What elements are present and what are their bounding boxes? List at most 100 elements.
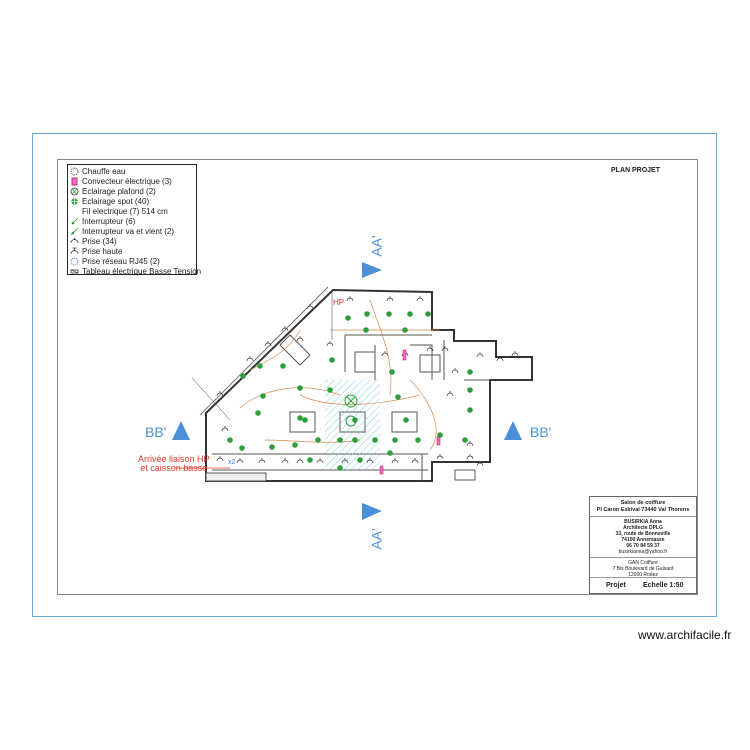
spot-light-icon: [329, 357, 335, 363]
section-marker-aa-top: [362, 262, 382, 278]
legend-item: Interrupteur (6): [70, 216, 194, 226]
convector-icon: [402, 349, 407, 361]
sockets: [216, 296, 519, 467]
spot-light-icon: [364, 311, 370, 317]
socket-icon: [281, 326, 289, 332]
legend-item: Prise réseau RJ45 (2): [70, 256, 194, 266]
spot-light-icon: [392, 437, 398, 443]
legend-label: Eclairage plafond (2): [82, 186, 156, 196]
spot-light-icon: [240, 373, 246, 379]
arrival-note: Arrivée liaison HP et caisson basse: [138, 455, 210, 473]
legend-item: Prise haute: [70, 246, 194, 256]
spot-light-icon: [227, 437, 233, 443]
spot-light-icon: [70, 197, 79, 206]
legend-label: Chauffe eau: [82, 166, 126, 176]
spot-light-icon: [407, 311, 413, 317]
socket-icon: [346, 296, 354, 302]
spot-light-icon: [425, 311, 431, 317]
spot-light-icon: [269, 444, 275, 450]
legend-label: Tableau électrique Basse Tension: [82, 266, 202, 276]
socket-icon: [466, 441, 474, 447]
legend-item: Chauffe eau: [70, 166, 194, 176]
socket-icon: [296, 458, 304, 464]
spot-light-icon: [239, 445, 245, 451]
section-marker-bb-right: [504, 421, 522, 440]
walls: [199, 286, 533, 482]
convector-icon: [70, 177, 79, 186]
socket-icon: [326, 341, 334, 347]
legend-label: Prise réseau RJ45 (2): [82, 256, 160, 266]
legend-label: Eclairage spot (40): [82, 196, 150, 206]
socket-icon: [70, 237, 79, 246]
socket-icon: [386, 296, 394, 302]
legend-label: Prise (34): [82, 236, 117, 246]
spot-light-icon: [437, 432, 443, 438]
socket-icon: [411, 458, 419, 464]
spot-light-icon: [260, 393, 266, 399]
architect-email: busirkianna@yahoo.fr: [618, 549, 668, 555]
spot-light-icon: [315, 437, 321, 443]
socket-icon: [296, 336, 304, 342]
section-marker-aa-bottom: [362, 503, 382, 520]
arrival-note-line1: Arrivée liaison HP: [138, 454, 210, 464]
socket-icon: [476, 461, 484, 467]
spot-light-icon: [280, 363, 286, 369]
scale-label: Echelle 1:50: [643, 582, 684, 589]
spot-light-icon: [297, 415, 303, 421]
socket-icon: [366, 458, 374, 464]
spot-light-icon: [307, 457, 313, 463]
legend-item: Tableau électrique Basse Tension: [70, 266, 201, 276]
two-way-switch-icon: [70, 227, 79, 236]
ceiling-light-icon: [70, 187, 79, 196]
spot-light-icon: [302, 417, 308, 423]
spot-light-icon: [372, 437, 378, 443]
legend-item: Eclairage plafond (2): [70, 186, 194, 196]
socket-icon: [306, 304, 314, 310]
legend-item: Convecteur électrique (3): [70, 176, 194, 186]
electrical-panel-icon: [70, 267, 79, 276]
spot-light-icon: [327, 387, 333, 393]
socket-icon: [446, 391, 454, 397]
spot-light-icon: [345, 315, 351, 321]
spot-light-icon: [467, 387, 473, 393]
socket-icon: [381, 351, 389, 357]
section-label-aa-bottom: AA': [368, 528, 385, 550]
spot-light-icon: [363, 327, 369, 333]
socket-icon: [436, 454, 444, 460]
spot-light-icon: [389, 369, 395, 375]
socket-icon: [221, 426, 229, 432]
socket-icon: [264, 341, 272, 347]
legend-item: Interrupteur va et vient (2): [70, 226, 194, 236]
section-label-aa-top: AA': [368, 235, 385, 257]
architect-info: BUSIRKIA Anna Architecte DPLG 33, route …: [590, 517, 696, 558]
legend-label: Fil electrique (7) 514 cm: [82, 206, 168, 216]
dimension-line: [191, 377, 231, 421]
socket-icon: [236, 458, 244, 464]
owner-name: GAN Coiffure: [628, 560, 658, 566]
spot-light-icon: [352, 437, 358, 443]
plan-title: PLAN PROJET: [611, 167, 661, 174]
spot-light-icon: [395, 394, 401, 400]
hatched-zone: [325, 380, 380, 470]
architect-name: BUSIRKIA Anna: [624, 519, 662, 525]
spot-light-icon: [403, 417, 409, 423]
spot-light-icon: [415, 437, 421, 443]
socket-icon: [511, 351, 519, 357]
water-heater-icon: [70, 167, 79, 176]
spot-light-icon: [357, 457, 363, 463]
spot-light-icon: [462, 437, 468, 443]
convector-icon: [436, 436, 441, 446]
architect-city: 74100 Annemasse: [621, 537, 665, 543]
socket-icon: [216, 456, 224, 462]
spot-lights: [227, 311, 473, 471]
socket-icon: [416, 296, 424, 302]
socket-icon: [391, 458, 399, 464]
spot-light-icon: [257, 363, 263, 369]
legend-label: Convecteur électrique (3): [82, 176, 172, 186]
section-marker-bb-left: [172, 421, 190, 440]
owner-street: 7 Bis Boulevard de Guisard: [612, 566, 674, 572]
socket-icon: [496, 356, 504, 362]
spot-light-icon: [386, 311, 392, 317]
section-label-bb-right: BB': [530, 424, 552, 440]
